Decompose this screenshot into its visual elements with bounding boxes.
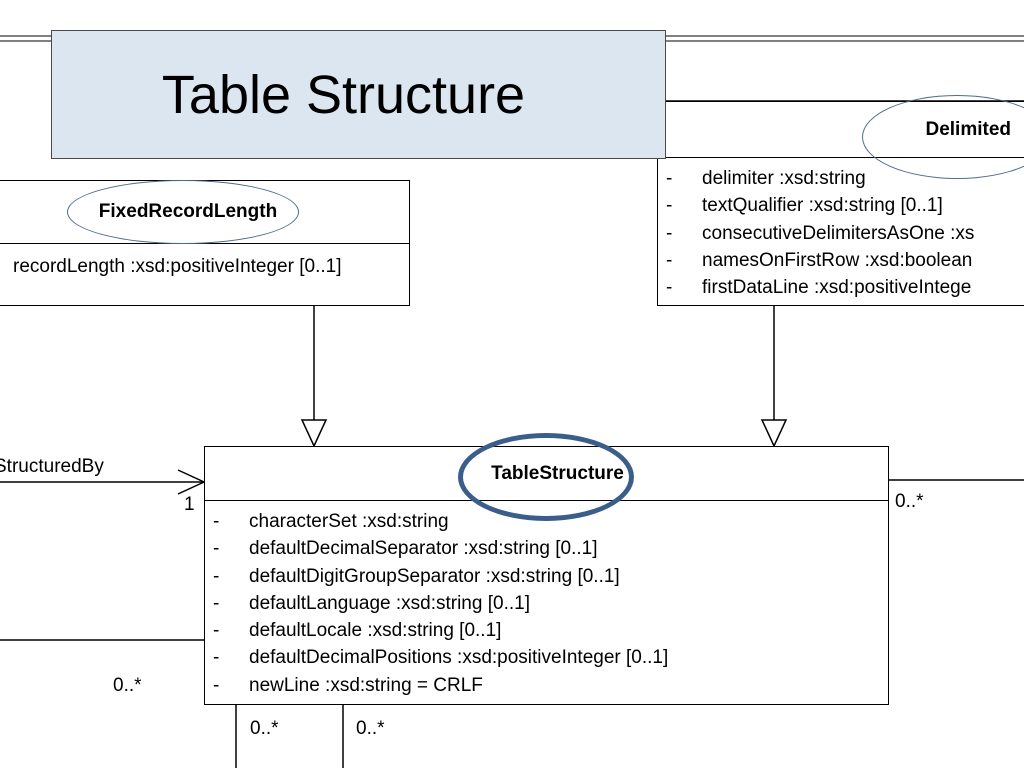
attribute-text: defaultDigitGroupSeparator :xsd:string [… [249,565,620,587]
attribute-dash: - [666,249,673,271]
attribute-dash: - [213,538,220,560]
attribute-row: - defaultLanguage :xsd:string [0..1] [205,590,888,617]
attribute-row: - firstDataLine :xsd:positiveIntege [658,274,1024,301]
attribute-dash: - [213,647,220,669]
attribute-row: - defaultDigitGroupSeparator :xsd:string … [205,563,888,590]
attribute-dash: - [666,168,673,189]
attribute-dash: - [213,620,220,642]
attribute-dash: - [213,592,220,614]
highlight-oval-fixed-record-length [67,180,299,244]
attribute-row: - namesOnFirstRow :xsd:boolean [658,247,1024,274]
slide-title-box: Table Structure [51,30,666,159]
multiplicity-bottom-2: 0..* [356,718,385,739]
attribute-dash: - [213,565,220,587]
multiplicity-right: 0..* [895,491,924,512]
attribute-text: namesOnFirstRow :xsd:boolean [702,249,973,271]
generalization-arrow-fixed [300,419,328,448]
attribute-text: characterSet :xsd:string [249,511,449,532]
attribute-text: firstDataLine :xsd:positiveIntege [702,277,972,299]
attribute-dash: - [213,674,220,696]
attribute-dash: - [666,195,673,217]
multiplicity-1: 1 [184,494,195,515]
attribute-text: defaultLanguage :xsd:string [0..1] [249,592,530,614]
attribute-row: - defaultDecimalPositions :xsd:positiveIn… [205,644,888,671]
attribute-row: - defaultDecimalSeparator :xsd:string [0.… [205,535,888,562]
attribute-row: recordLength :xsd:positiveInteger [0..1] [0,244,409,278]
attribute-text: defaultDecimalPositions :xsd:positiveInt… [249,647,669,669]
attribute-dash: - [213,511,220,532]
attribute-row: - delimiter :xsd:string [658,165,1024,192]
generalization-arrow-delimited [760,419,788,448]
multiplicity-left: 0..* [113,675,142,696]
attribute-row: - consecutiveDelimitersAsOne :xs [658,220,1024,247]
attribute-dash: - [666,222,673,244]
attribute-text: textQualifier :xsd:string [0..1] [702,195,943,217]
attribute-text: newLine :xsd:string = CRLF [249,674,483,696]
attribute-row: - textQualifier :xsd:string [0..1] [658,192,1024,219]
attribute-text: defaultLocale :xsd:string [0..1] [249,620,502,642]
attribute-text: delimiter :xsd:string [702,168,866,189]
attribute-dash: - [666,277,673,299]
attribute-row: - defaultLocale :xsd:string [0..1] [205,617,888,644]
highlight-oval-delimited [862,95,1024,179]
multiplicity-bottom-1: 0..* [250,718,279,739]
attribute-row: - newLine :xsd:string = CRLF [205,672,888,699]
association-label-structured-by: StructuredBy [0,456,104,477]
attribute-text: consecutiveDelimitersAsOne :xs [702,222,975,244]
highlight-oval-table-structure [458,433,634,521]
attribute-text: recordLength :xsd:positiveInteger [0..1] [13,256,342,277]
attribute-text: defaultDecimalSeparator :xsd:string [0..… [249,538,598,560]
slide-title: Table Structure [161,64,526,125]
attribute-row: - characterSet :xsd:string [205,508,888,535]
